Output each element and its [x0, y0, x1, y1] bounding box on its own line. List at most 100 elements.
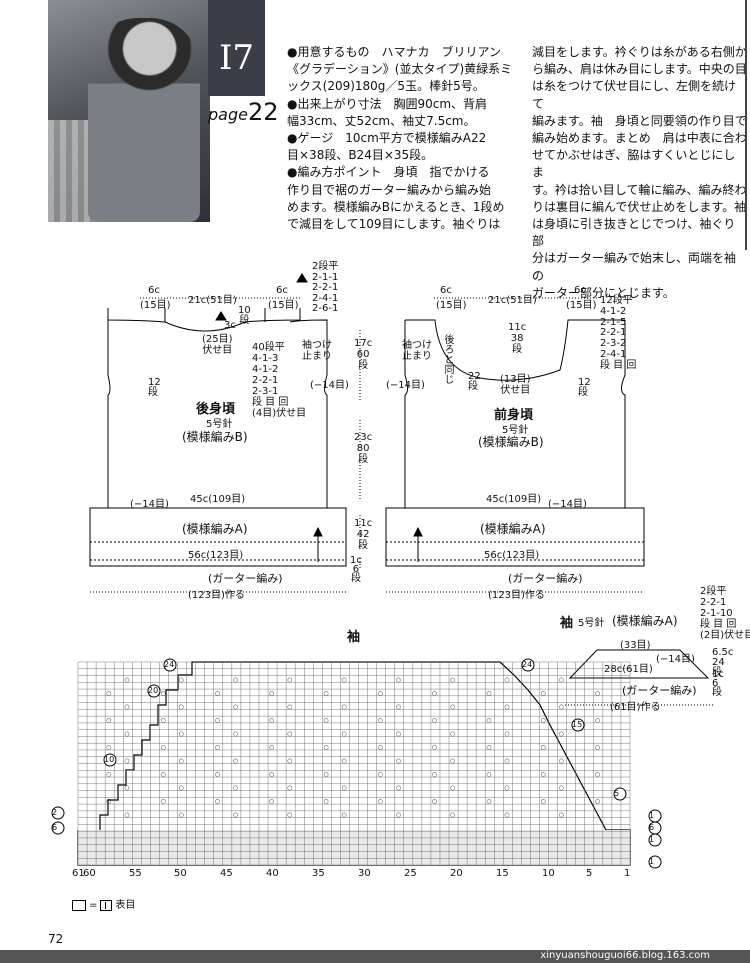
stitch-symbol: ○: [269, 717, 274, 724]
back-garter: (ガーター編み): [208, 572, 283, 585]
sleeve-chart-title: 袖: [347, 630, 361, 645]
stitch-symbol: ○: [396, 785, 401, 792]
small-sleeve-width: 28c(61目): [604, 664, 653, 675]
stitch-symbol: ○: [559, 730, 564, 737]
height-11: 11c 42 段: [354, 518, 373, 551]
row-marker-right: 5: [614, 789, 620, 798]
row-marker-right: 1: [649, 835, 655, 844]
back-minus14-right: (−14目): [310, 380, 349, 391]
stitch-symbol: ○: [396, 703, 401, 710]
stitch-symbol: ○: [124, 812, 129, 819]
back-side-rows: 12 段: [148, 377, 161, 398]
instructions-column-1: ●用意するもの ハマナカ ブリリアン 《グラデーション》(並太タイプ)黄緑系ミ …: [287, 45, 513, 232]
sleeve-chart-garter: [78, 830, 630, 865]
stitch-symbol: ○: [160, 717, 165, 724]
stitch-symbol: ○: [215, 717, 220, 724]
page-word: page: [208, 105, 248, 124]
stitch-number-label: 55: [129, 868, 142, 879]
stitch-symbol: ○: [486, 744, 491, 751]
legend-knit-icon: [100, 899, 113, 911]
stitch-number-label: 61: [72, 868, 85, 879]
stitch-symbol: ○: [432, 744, 437, 751]
stitch-symbol: ○: [595, 771, 600, 778]
stitch-number-label: 45: [220, 868, 233, 879]
stitch-symbol: ○: [486, 798, 491, 805]
back-top-width: 21c(51目): [188, 295, 237, 306]
stitch-symbol: ○: [341, 812, 346, 819]
stitch-symbol: ○: [541, 690, 546, 697]
stitch-symbol: ○: [595, 690, 600, 697]
stitch-symbol: ○: [486, 717, 491, 724]
front-pattern-a-band: [385, 507, 645, 567]
stitch-symbol: ○: [233, 812, 238, 819]
legend: =表目: [72, 896, 135, 911]
height-17: 17c 60 段: [354, 338, 373, 371]
sleeve-chart-symbols: ○ ○ ○ ○ ○ ○ ○ ○ ○ ○ ○ ○ ○ ○ ○ ○ ○ ○ ○ ○ ○ ○ ○ ○ ○ ○ ○ ○ ○ ○ ○ ○ ○ ○ ○ ○ ○ ○ ○ ○…: [106, 676, 600, 818]
stitch-number-label: 10: [542, 868, 555, 879]
front-width-56: 56c(123目): [484, 550, 540, 561]
small-sleeve-title: 袖: [560, 616, 574, 631]
row-marker-right: 1: [649, 811, 655, 820]
stitch-symbol: ○: [504, 812, 509, 819]
stitch-symbol: ○: [396, 730, 401, 737]
row-marker-right: 6: [649, 823, 655, 832]
row-marker-right: 1: [649, 857, 655, 866]
stitch-symbol: ○: [504, 785, 509, 792]
front-neck-decrease: 12段平 4-1-2 2-1-5 2-2-1 2-3-2 2-4-1 段 目 回: [600, 295, 637, 371]
front-shoulder-left-st: (15目): [436, 300, 467, 311]
footer-url: xinyuanshouguoi66.blog.163.com: [540, 950, 710, 961]
small-sleeve-decrease: 2段平 2-2-1 2-1-10 段 目 回 (2目)伏せ目: [700, 586, 750, 641]
page-reference-number: 22: [247, 98, 279, 126]
back-pattern-a: (模様編みA): [182, 522, 248, 536]
stitch-symbol: ○: [378, 771, 383, 778]
back-shoulder-left: 6c: [148, 285, 160, 296]
stitch-symbol: ○: [378, 744, 383, 751]
front-side-rows: 12 段: [578, 377, 591, 398]
stitch-symbol: ○: [287, 758, 292, 765]
back-band-guides: [90, 541, 346, 561]
pattern-diagrams: ○ ○ ○ ○ ○ ○ ○ ○ ○ ○ ○ ○ ○ ○ ○ ○ ○ ○ ○ ○ ○ ○ ○ ○ ○ ○ ○ ○ ○ ○ ○ ○ ○ ○ ○ ○ ○ ○ ○ ○…: [51, 273, 715, 869]
stitch-symbol: ○: [179, 676, 184, 683]
stitch-symbol: ○: [504, 676, 509, 683]
stitch-symbol: ○: [396, 812, 401, 819]
stitch-symbol: ○: [341, 758, 346, 765]
stitch-symbol: ○: [233, 730, 238, 737]
height-23: 23c 80 段: [354, 432, 373, 465]
stitch-symbol: ○: [215, 744, 220, 751]
stitch-symbol: ○: [323, 798, 328, 805]
small-sleeve-needle: 5号針: [578, 618, 605, 629]
back-pattern: (模様編みB): [182, 430, 248, 444]
stitch-symbol: ○: [450, 676, 455, 683]
stitch-symbol: ○: [106, 744, 111, 751]
row-marker-right: 24: [522, 660, 533, 669]
stitch-symbol: ○: [106, 771, 111, 778]
row-marker-circles: [51, 658, 662, 869]
stitch-symbol: ○: [541, 717, 546, 724]
triangle-marker-2: [215, 311, 227, 321]
front-shoulder-left: 6c: [440, 285, 452, 296]
stitch-symbol: ○: [179, 812, 184, 819]
small-sleeve-height-1: 1c 6 段: [712, 669, 724, 698]
up-arrows: [215, 273, 423, 562]
front-band-guides: [386, 541, 644, 561]
back-neck-center: (25目) 伏せ目: [202, 334, 233, 356]
stitch-symbol: ○: [541, 771, 546, 778]
stitch-number-label: 30: [358, 868, 371, 879]
stitch-symbol: ○: [179, 785, 184, 792]
stitch-symbol: ○: [287, 676, 292, 683]
back-cast-on: (123目)作る: [188, 590, 245, 601]
front-pattern-a: (模様編みA): [480, 522, 546, 536]
small-sleeve-height: 6.5c 24 段: [712, 647, 734, 678]
row-marker-left: 6: [52, 823, 58, 832]
page-edge-line: [745, 0, 747, 250]
stitch-number-label: 60: [83, 868, 96, 879]
back-neck-outline: [107, 308, 301, 332]
front-minus14-left: (−14目): [386, 380, 425, 391]
back-width-45: 45c(109目): [190, 494, 246, 505]
back-shoulder-decrease: 2段平 2-1-1 2-2-1 2-4-1 2-6-1: [312, 261, 339, 314]
stitch-symbol: ○: [160, 690, 165, 697]
stitch-symbol: ○: [323, 690, 328, 697]
stitch-symbol: ○: [160, 744, 165, 751]
back-width-56: 56c(123目): [188, 550, 244, 561]
stitch-symbol: ○: [396, 758, 401, 765]
